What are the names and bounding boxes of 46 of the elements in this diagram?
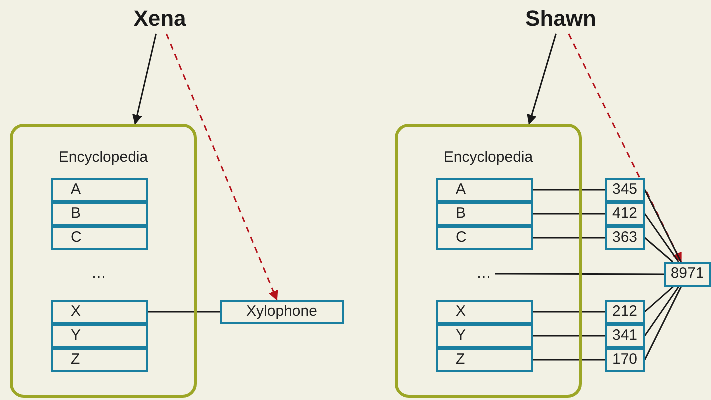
entry-box: B [436, 202, 533, 226]
connector-line [148, 311, 220, 313]
heading-label: Xena [115, 2, 205, 34]
arrow [132, 34, 158, 125]
connector-line [644, 286, 682, 360]
value-box: 341 [605, 324, 645, 348]
arrow [527, 34, 557, 125]
connector-line [533, 359, 605, 361]
connector-line [533, 311, 605, 313]
entry-box: C [436, 226, 533, 250]
heading-label: Shawn [511, 2, 611, 34]
value-box: 212 [605, 300, 645, 324]
connector-line [533, 189, 605, 191]
ellipsis-label: … [88, 262, 110, 286]
entry-box: A [51, 178, 148, 202]
entry-box: A [436, 178, 533, 202]
entry-box: Z [51, 348, 148, 372]
entry-box: Z [436, 348, 533, 372]
value-box: 363 [605, 226, 645, 250]
arrow [166, 34, 278, 301]
value-box: 345 [605, 178, 645, 202]
container-box [10, 124, 197, 398]
connector-line [495, 273, 664, 276]
container-title: Encyclopedia [442, 148, 534, 168]
value-box: 170 [605, 348, 645, 372]
entry-box: B [51, 202, 148, 226]
connector-line [533, 335, 605, 337]
value-box: 412 [605, 202, 645, 226]
connector-line [644, 190, 682, 262]
entry-box: Y [51, 324, 148, 348]
entry-box: X [51, 300, 148, 324]
value-box: Xylophone [220, 300, 344, 324]
connector-line [533, 213, 605, 215]
entry-box: C [51, 226, 148, 250]
value-box: 8971 [664, 262, 711, 287]
ellipsis-label: … [473, 262, 495, 286]
connector-line [644, 286, 674, 313]
entry-box: Y [436, 324, 533, 348]
arrow [568, 34, 682, 263]
connector-line [644, 214, 680, 262]
container-title: Encyclopedia [58, 148, 150, 168]
entry-box: X [436, 300, 533, 324]
connector-line [533, 237, 605, 239]
connector-line [644, 237, 674, 263]
connector-line [644, 286, 680, 336]
container-box [395, 124, 582, 398]
